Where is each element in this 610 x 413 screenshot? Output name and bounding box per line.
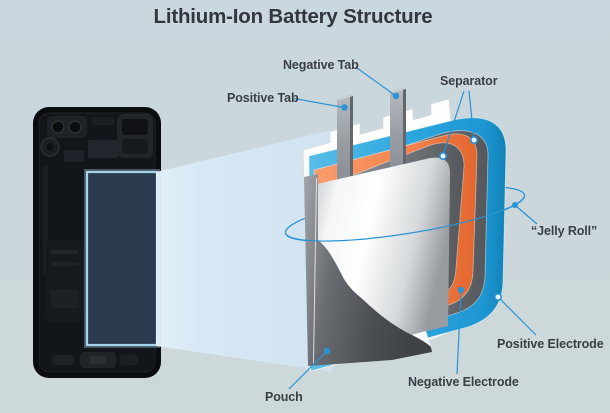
- jelly-roll-leader: [515, 205, 538, 225]
- positive-tab-dot: [341, 104, 348, 111]
- negative-electrode-leader: [456, 291, 462, 375]
- speaker-module: [120, 354, 138, 365]
- separator-leader-a: [442, 90, 465, 156]
- positive-tab-shape: [337, 95, 353, 190]
- positive-tab-top: [337, 95, 353, 100]
- callout-pouch: Pouch: [265, 390, 303, 404]
- positive-electrode-leader: [499, 298, 537, 336]
- positive-tab-side: [350, 95, 353, 188]
- camera-lens-icon: [51, 120, 65, 134]
- jelly-roll-loop-front: [284, 195, 526, 242]
- page-title: Lithium-Ion Battery Structure: [153, 5, 433, 28]
- callout-positive-tab: Positive Tab: [227, 91, 299, 105]
- pouch-front-layer: [304, 174, 432, 366]
- separator-dot-b: [469, 136, 478, 145]
- bottom-module: [52, 355, 74, 365]
- board-trace: [51, 250, 79, 254]
- board-part: [64, 150, 84, 162]
- separator-leader-b: [468, 90, 475, 140]
- board-chip: [51, 290, 79, 308]
- negative-tab-leader: [356, 67, 397, 97]
- positive-electrode-dot: [493, 292, 502, 301]
- separator-dot-a: [438, 152, 447, 161]
- negative-tab-side: [403, 88, 406, 181]
- phone-illustration: [33, 107, 161, 378]
- negative-tab-top: [390, 88, 406, 93]
- jelly-roll-dot: [512, 202, 518, 208]
- pouch-leader: [288, 351, 327, 390]
- module-cutout: [122, 119, 148, 135]
- negative-tab-shape: [390, 88, 406, 183]
- motor-center: [46, 143, 54, 151]
- zoom-beam: [156, 130, 332, 372]
- callout-jelly-roll: “Jelly Roll”: [531, 224, 598, 238]
- earpiece-speaker: [92, 117, 114, 125]
- negative-tab-face: [390, 88, 403, 183]
- positive-tab-face: [337, 95, 350, 190]
- ribbon-cable: [88, 140, 118, 158]
- callout-negative-tab: Negative Tab: [283, 58, 359, 72]
- negative-electrode-dot: [457, 286, 465, 294]
- battery-diagram: [302, 88, 507, 373]
- callout-leader-lines: [288, 67, 538, 390]
- callout-negative-electrode: Negative Electrode: [408, 375, 519, 389]
- module-cutout: [122, 139, 148, 154]
- camera-lens-icon: [68, 120, 82, 134]
- callout-separator: Separator: [440, 74, 498, 88]
- callout-positive-electrode: Positive Electrode: [497, 337, 604, 351]
- negative-tab-dot: [392, 92, 400, 100]
- pouch-seam-highlight: [313, 177, 317, 364]
- phone-battery-highlight: [85, 170, 159, 347]
- board-trace: [51, 262, 79, 266]
- port-cutout: [89, 356, 107, 364]
- callout-dots: [323, 92, 518, 355]
- positive-tab-leader: [293, 97, 345, 109]
- pouch-dot: [323, 347, 331, 355]
